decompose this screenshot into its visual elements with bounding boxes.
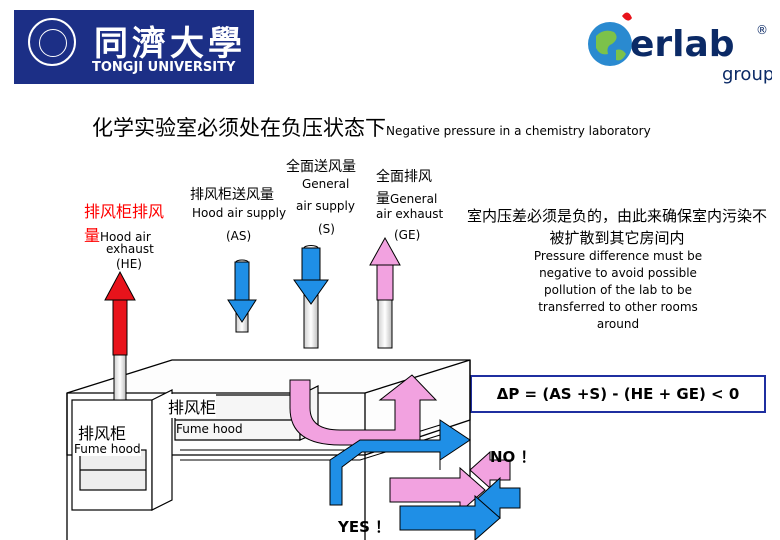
- general-supply-arrow-head: [293, 279, 329, 305]
- ge-label-english-1: General: [390, 192, 438, 206]
- blue-bent-arrow: [329, 419, 471, 506]
- he-label-english-1: Hood air: [100, 230, 151, 244]
- erlab-wordmark: erlab: [630, 24, 735, 65]
- as-label-english-2: (AS): [226, 229, 252, 243]
- hood-exhaust-arrow-head: [104, 270, 136, 301]
- globe-icon: [588, 12, 632, 66]
- ge-label-english-2: air exhaust: [376, 207, 444, 221]
- as-label-chinese: 排风柜送风量: [190, 187, 274, 203]
- hood-middle-label-chinese: 排风柜: [168, 394, 217, 418]
- registered-mark: ®: [756, 23, 768, 37]
- s-label-chinese: 全面送风量: [286, 159, 356, 175]
- general-supply-arrow: [301, 247, 321, 281]
- s-label-english-1: General: [302, 177, 350, 191]
- he-label-english-3: (HE): [116, 257, 142, 271]
- he-label-english-2: exhaust: [106, 242, 154, 256]
- erlab-group-text: group: [722, 64, 772, 85]
- note-english: Pressure difference must be negative to …: [533, 249, 703, 331]
- hood-exhaust-arrow: [112, 299, 128, 356]
- hood-supply-arrow: [234, 261, 250, 301]
- tongji-seal-icon: [28, 18, 76, 66]
- yes-arrows: [389, 466, 501, 540]
- erlab-logo: erlab ® group: [588, 12, 772, 85]
- general-exhaust-arrow-head: [369, 236, 401, 266]
- no-label: NO ！: [490, 448, 536, 466]
- ge-label-chinese-2: 量: [376, 191, 390, 207]
- hood-supply-arrow-head: [227, 299, 257, 323]
- title-chinese: 化学实验室必须处在负压状态下: [92, 116, 386, 140]
- pressure-formula: ΔP = (AS +S) - (HE + GE) < 0: [470, 375, 766, 413]
- s-label-english-3: (S): [318, 222, 335, 236]
- tongji-logo-english: TONGJI UNIVERSITY: [92, 60, 236, 75]
- pink-curved-arrow: [289, 374, 438, 446]
- yes-label: YES ！: [338, 518, 391, 536]
- page-title: 化学实验室必须处在负压状态下Negative pressure in a che…: [92, 112, 651, 142]
- hood-middle-label-english: Fume hood: [176, 422, 243, 436]
- ge-label-line2: 量General: [376, 188, 437, 208]
- ge-label-chinese: 全面排风: [376, 169, 432, 185]
- ge-label-english-3: (GE): [394, 228, 421, 242]
- hood-left-label-chinese: 排风柜: [78, 424, 127, 443]
- as-label-english-1: Hood air supply: [192, 206, 287, 220]
- he-label-line2: 量Hood air: [84, 222, 151, 246]
- tongji-university-logo: 同濟大學 TONGJI UNIVERSITY: [14, 10, 254, 84]
- note-chinese: 室内压差必须是负的，由此来确保室内污染不被扩散到其它房间内: [466, 207, 767, 247]
- hood-left-label-english: Fume hood: [74, 442, 141, 456]
- general-exhaust-arrow: [376, 264, 394, 301]
- title-english: Negative pressure in a chemistry laborat…: [386, 124, 651, 138]
- s-label-english-2: air supply: [296, 199, 355, 213]
- he-label-chinese-2: 量: [84, 226, 101, 245]
- tongji-logo-chinese: 同濟大學: [94, 24, 246, 64]
- he-label-chinese: 排风柜排风: [84, 202, 165, 221]
